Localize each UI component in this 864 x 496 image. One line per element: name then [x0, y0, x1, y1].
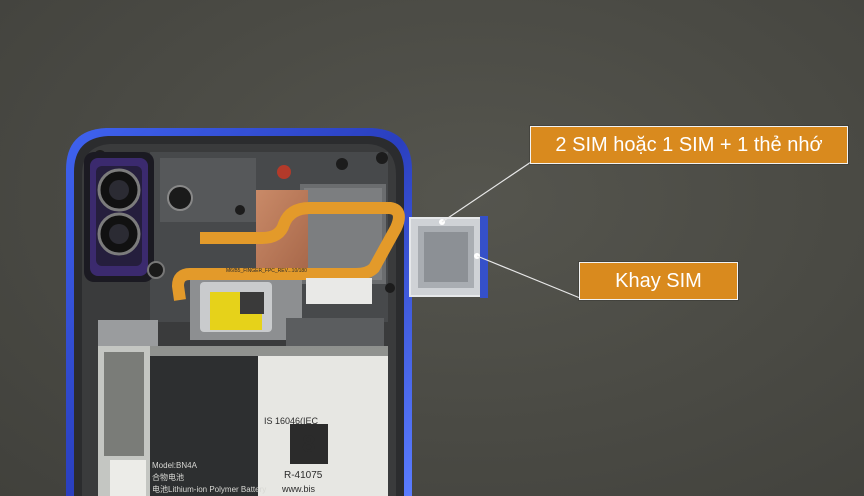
battery-registration: R-41075 — [284, 470, 323, 481]
battery-type: 电池Lithium-ion Polymer Battery — [152, 484, 266, 494]
battery-standard: IS 16046(IEC — [264, 416, 319, 426]
fingerprint-flex-cable: M6/B5_FINGER_FPC_REV...10/180 — [172, 202, 405, 301]
battery-chinese-line: 合物电池 — [152, 472, 184, 482]
sim-card-callout: 2 SIM hoặc 1 SIM + 1 thẻ nhớ — [530, 126, 848, 164]
battery-model: Model:BN4A — [152, 461, 198, 470]
board-sticker — [306, 278, 372, 304]
tray-callout-leader — [476, 255, 581, 299]
sim-tray-callout: Khay SIM — [579, 262, 738, 300]
svg-text:8: 8 — [302, 431, 315, 458]
sim-tray — [409, 216, 488, 298]
battery-website: www.bis — [281, 484, 316, 494]
camera-module — [84, 152, 165, 282]
fingerprint-connector — [200, 282, 272, 332]
sim-callout-leader — [441, 161, 532, 223]
battery: 8 IS 16046(IEC R-41075 www.bis Model:BN4… — [98, 346, 388, 496]
flex-cable-text: M6/B5_FINGER_FPC_REV...10/180 — [226, 268, 307, 274]
